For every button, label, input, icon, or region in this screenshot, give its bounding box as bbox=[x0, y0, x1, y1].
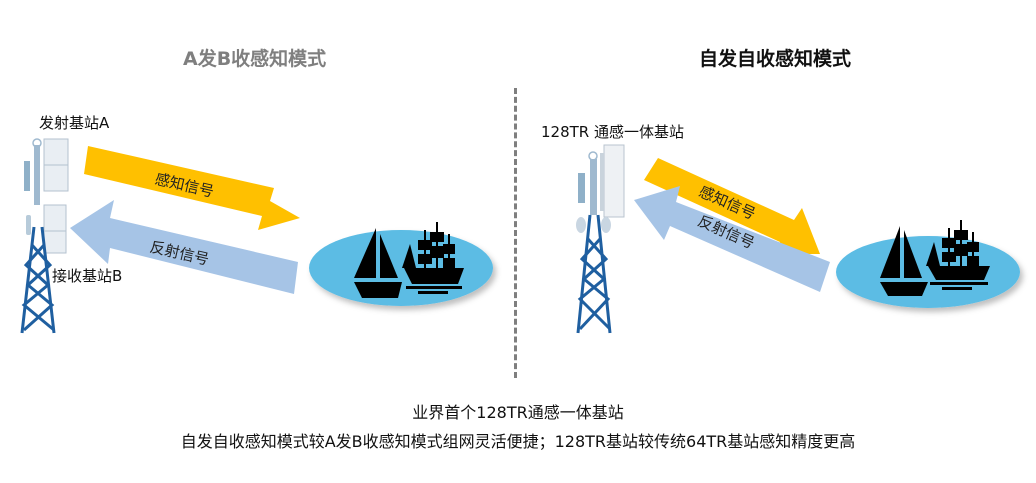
reflected-signal-arrow: 反射信号 bbox=[70, 200, 298, 294]
sailboat-icon bbox=[880, 226, 928, 296]
water-area bbox=[309, 222, 493, 306]
rx-station-label: 接收基站B bbox=[52, 267, 123, 285]
sailboat-icon bbox=[354, 228, 402, 298]
cell-tower-icon bbox=[576, 144, 625, 334]
panel-divider bbox=[514, 88, 517, 378]
caption-description: 自发自收感知模式较A发B收感知模式组网灵活便捷；128TR基站较传统64TR基站… bbox=[180, 432, 856, 451]
caption-headline: 业界首个128TR通感一体基站 bbox=[412, 403, 624, 422]
water-area bbox=[836, 220, 1020, 308]
station-label: 128TR 通感一体基站 bbox=[541, 123, 684, 141]
left-panel-title: A发B收感知模式 bbox=[183, 48, 327, 70]
sensing-signal-arrow: 感知信号 bbox=[84, 146, 300, 230]
sailing-ship-icon bbox=[402, 222, 464, 294]
sensing-signal-arrow: 感知信号 bbox=[644, 158, 820, 254]
reflected-signal-arrow: 反射信号 bbox=[634, 186, 830, 292]
sailing-ship-icon bbox=[926, 220, 990, 290]
tx-station-label: 发射基站A bbox=[39, 114, 110, 132]
right-panel-title: 自发自收感知模式 bbox=[699, 48, 852, 70]
cell-tower-icon bbox=[20, 138, 69, 334]
